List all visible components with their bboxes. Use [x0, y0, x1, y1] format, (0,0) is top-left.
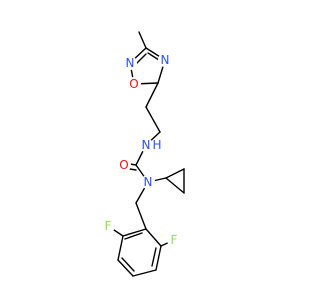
bond-ch2-ch2: [145, 106, 161, 133]
bond-ring-2: [117, 235, 124, 261]
atom-n-amide: N: [144, 175, 153, 189]
bond-ring-3: [117, 259, 134, 277]
bond-ring-3-inner: [121, 257, 135, 272]
bond-cp-a: [165, 168, 185, 179]
bond-ring-5-inner: [151, 247, 157, 267]
bond-c5-ch2: [145, 82, 159, 108]
bond-ring-4: [132, 269, 157, 277]
bond-ring-5: [155, 245, 162, 271]
atom-h-amide: H: [152, 138, 161, 152]
atom-o-carbonyl: O: [119, 158, 128, 172]
atom-n-ring-right: N: [161, 53, 170, 67]
molecule-structure: N N O N H O N F F: [101, 31, 185, 277]
bond-cp-b: [165, 177, 185, 194]
atom-f-right: F: [171, 233, 178, 247]
bond-ring-6: [145, 228, 162, 247]
bond-methyl: [138, 31, 147, 49]
atom-o-ring: O: [129, 77, 138, 91]
atom-n-amide-h: N: [142, 138, 151, 152]
bond-ring-1-inner: [124, 232, 143, 240]
bond-ch2-ring: [135, 202, 147, 230]
atom-n-ring-left: N: [126, 56, 135, 70]
atom-labels: N N O N H O N F F: [101, 53, 181, 247]
bond-ring-1: [122, 228, 147, 237]
atom-f-left: F: [105, 219, 112, 233]
